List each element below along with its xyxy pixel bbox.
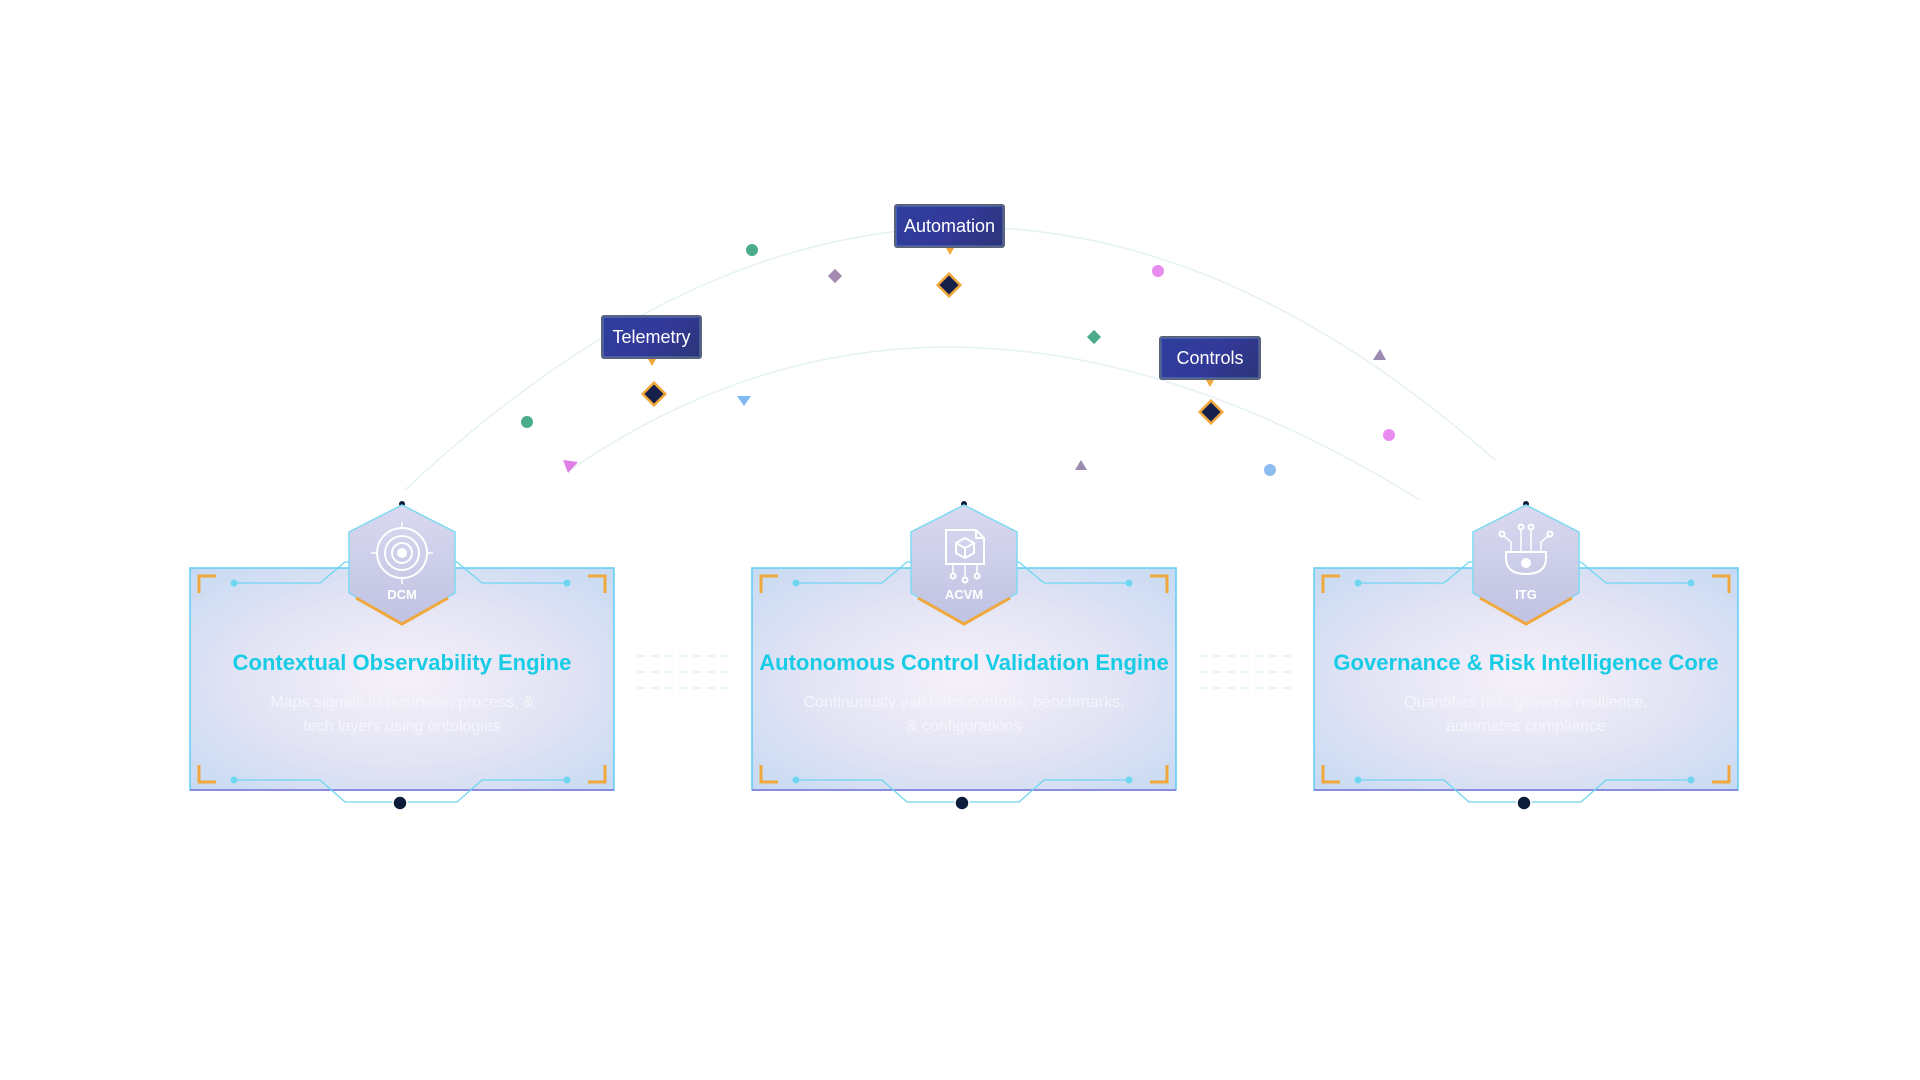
particle-dot [746, 244, 758, 256]
particle-triangle [737, 396, 751, 406]
card-description: Continuously validates controls, benchma… [752, 691, 1176, 739]
card-description-line: automates compliance [1445, 718, 1607, 735]
card-description-line: Quantifies risk, governs resilience, [1404, 694, 1648, 711]
card-description-line: & configurations [906, 718, 1022, 735]
particle-dot [521, 416, 533, 428]
corner-brackets [1321, 574, 1731, 784]
particle-dot [1264, 464, 1276, 476]
diamond-marker-controls [1197, 398, 1225, 426]
card-description: Quantifies risk, governs resilience, aut… [1314, 691, 1738, 739]
bottom-node [1516, 795, 1532, 811]
card-connectors [637, 655, 1293, 689]
arc-inner [569, 346, 1421, 501]
card-title: Autonomous Control Validation Engine [759, 650, 1169, 675]
module-card-itg[interactable] [1313, 501, 1739, 811]
hex-badge-underline [1479, 596, 1573, 626]
particles [521, 244, 1395, 476]
module-card-acvm[interactable] [751, 501, 1177, 811]
hex-code-label: ACVM [944, 587, 984, 602]
module-card-dcm[interactable] [189, 501, 615, 811]
diamond-marker-automation [935, 271, 963, 299]
corner-brackets [197, 574, 607, 784]
observability-target-icon [371, 522, 433, 584]
card-title: Contextual Observability Engine [232, 650, 572, 675]
governance-circuit-icon [1498, 523, 1554, 576]
hex-badge-underline [355, 596, 449, 626]
flow-arcs [404, 226, 1496, 501]
hex-code-label: DCM [387, 587, 417, 602]
particle-dot [1152, 265, 1164, 277]
bottom-node [954, 795, 970, 811]
diamond-marker-telemetry [640, 380, 668, 408]
flow-tag-controls[interactable]: Controls [1159, 336, 1261, 387]
validation-document-icon [945, 529, 985, 584]
particle-triangle [1075, 460, 1087, 470]
card-title: Governance & Risk Intelligence Core [1333, 650, 1719, 675]
card-description-line: Continuously validates controls, benchma… [803, 694, 1125, 711]
tag-markers [640, 271, 1225, 426]
flow-tag-automation[interactable]: Automation [894, 204, 1005, 255]
particle-diamond [1086, 329, 1102, 345]
hex-badge-underline [917, 596, 1011, 626]
card-description-line: Maps signals to business, process, & [270, 694, 534, 711]
card-description-line: tech layers using ontologies [303, 718, 501, 735]
particle-triangle [1373, 349, 1386, 360]
card-description: Maps signals to business, process, & tec… [190, 691, 614, 739]
particle-triangle [563, 460, 578, 473]
bottom-node [392, 795, 408, 811]
hex-code-label: ITG [1515, 587, 1537, 602]
flow-tag-telemetry[interactable]: Telemetry [601, 315, 702, 366]
particle-diamond [827, 268, 843, 284]
particle-dot [1383, 429, 1395, 441]
card-panel [751, 567, 1177, 791]
card-panel [189, 567, 615, 791]
corner-brackets [759, 574, 1169, 784]
